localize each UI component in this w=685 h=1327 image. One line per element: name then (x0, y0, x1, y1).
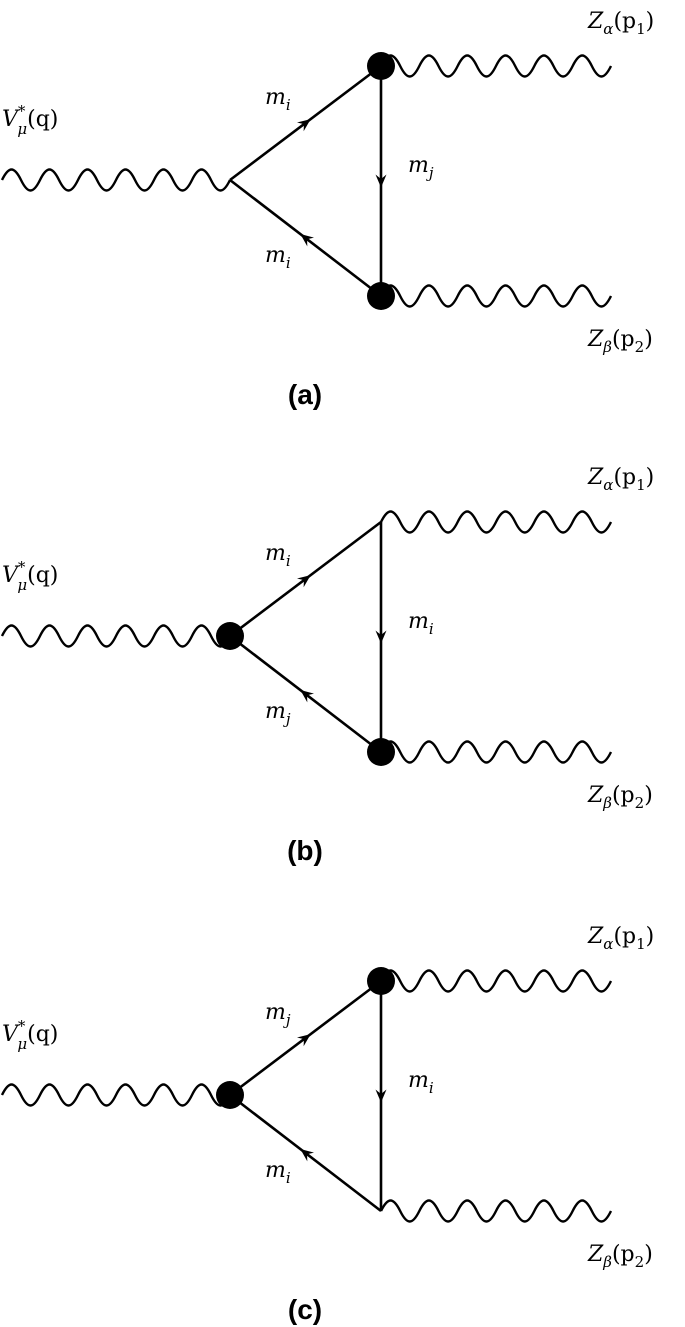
incoming-label: V*μ(q) (2, 102, 58, 138)
vertex-blob-bottom (367, 738, 395, 766)
diagram-a: V*μ(q) Zα(p1) Zβ(p2) mi mj mi (a) (0, 9, 654, 410)
outgoing-boson-line-top (379, 969, 613, 993)
arrow-right-line (375, 1089, 387, 1103)
diagram-c: V*μ(q) Zα(p1) Zβ(p2) mj mi mi (c) (0, 924, 654, 1325)
top-line-mass-label: mi (265, 541, 291, 570)
outgoing-bottom-label: Zβ(p2) (587, 1242, 653, 1271)
outgoing-boson-line-bottom (379, 740, 613, 764)
arrow-top-line (296, 575, 311, 588)
diagram-b: V*μ(q) Zα(p1) Zβ(p2) mi mi mj (b) (0, 465, 654, 866)
vertex-blob-bottom (367, 282, 395, 310)
diagram-caption: (b) (287, 835, 323, 866)
right-line-mass-label: mi (408, 1068, 434, 1097)
diagram-caption: (c) (288, 1294, 322, 1325)
arrow-right-line (375, 630, 387, 644)
vertex-blob-top (367, 967, 395, 995)
arrow-bottom-line (300, 690, 315, 703)
vertex-blob-left (216, 1081, 244, 1109)
bottom-line-mass-label: mj (265, 699, 291, 728)
outgoing-boson-line-bottom (379, 1199, 613, 1223)
outgoing-bottom-label: Zβ(p2) (587, 783, 653, 812)
bottom-line-mass-label: mi (265, 1158, 291, 1187)
arrow-top-line (296, 119, 311, 132)
outgoing-boson-line-bottom (379, 284, 613, 308)
outgoing-boson-line-top (379, 510, 613, 534)
incoming-label: V*μ(q) (2, 1017, 58, 1053)
outgoing-top-label: Zα(p1) (587, 924, 654, 953)
outgoing-boson-line-top (379, 54, 613, 78)
arrow-bottom-line (300, 234, 315, 247)
outgoing-top-label: Zα(p1) (587, 465, 654, 494)
outgoing-bottom-label: Zβ(p2) (587, 327, 653, 356)
incoming-label: V*μ(q) (2, 558, 58, 594)
vertex-blob-left (216, 622, 244, 650)
arrow-right-line (375, 174, 387, 188)
incoming-boson-line (0, 624, 232, 648)
incoming-boson-line (0, 1083, 232, 1107)
diagram-caption: (a) (288, 379, 322, 410)
top-line-mass-label: mi (265, 85, 291, 114)
top-line-mass-label: mj (265, 1000, 291, 1029)
vertex-blob-top (367, 52, 395, 80)
incoming-boson-line (0, 168, 232, 192)
bottom-line-mass-label: mi (265, 243, 291, 272)
arrow-top-line (296, 1034, 311, 1047)
arrow-bottom-line (300, 1149, 315, 1162)
right-line-mass-label: mi (408, 609, 434, 638)
right-line-mass-label: mj (408, 153, 434, 182)
outgoing-top-label: Zα(p1) (587, 9, 654, 38)
